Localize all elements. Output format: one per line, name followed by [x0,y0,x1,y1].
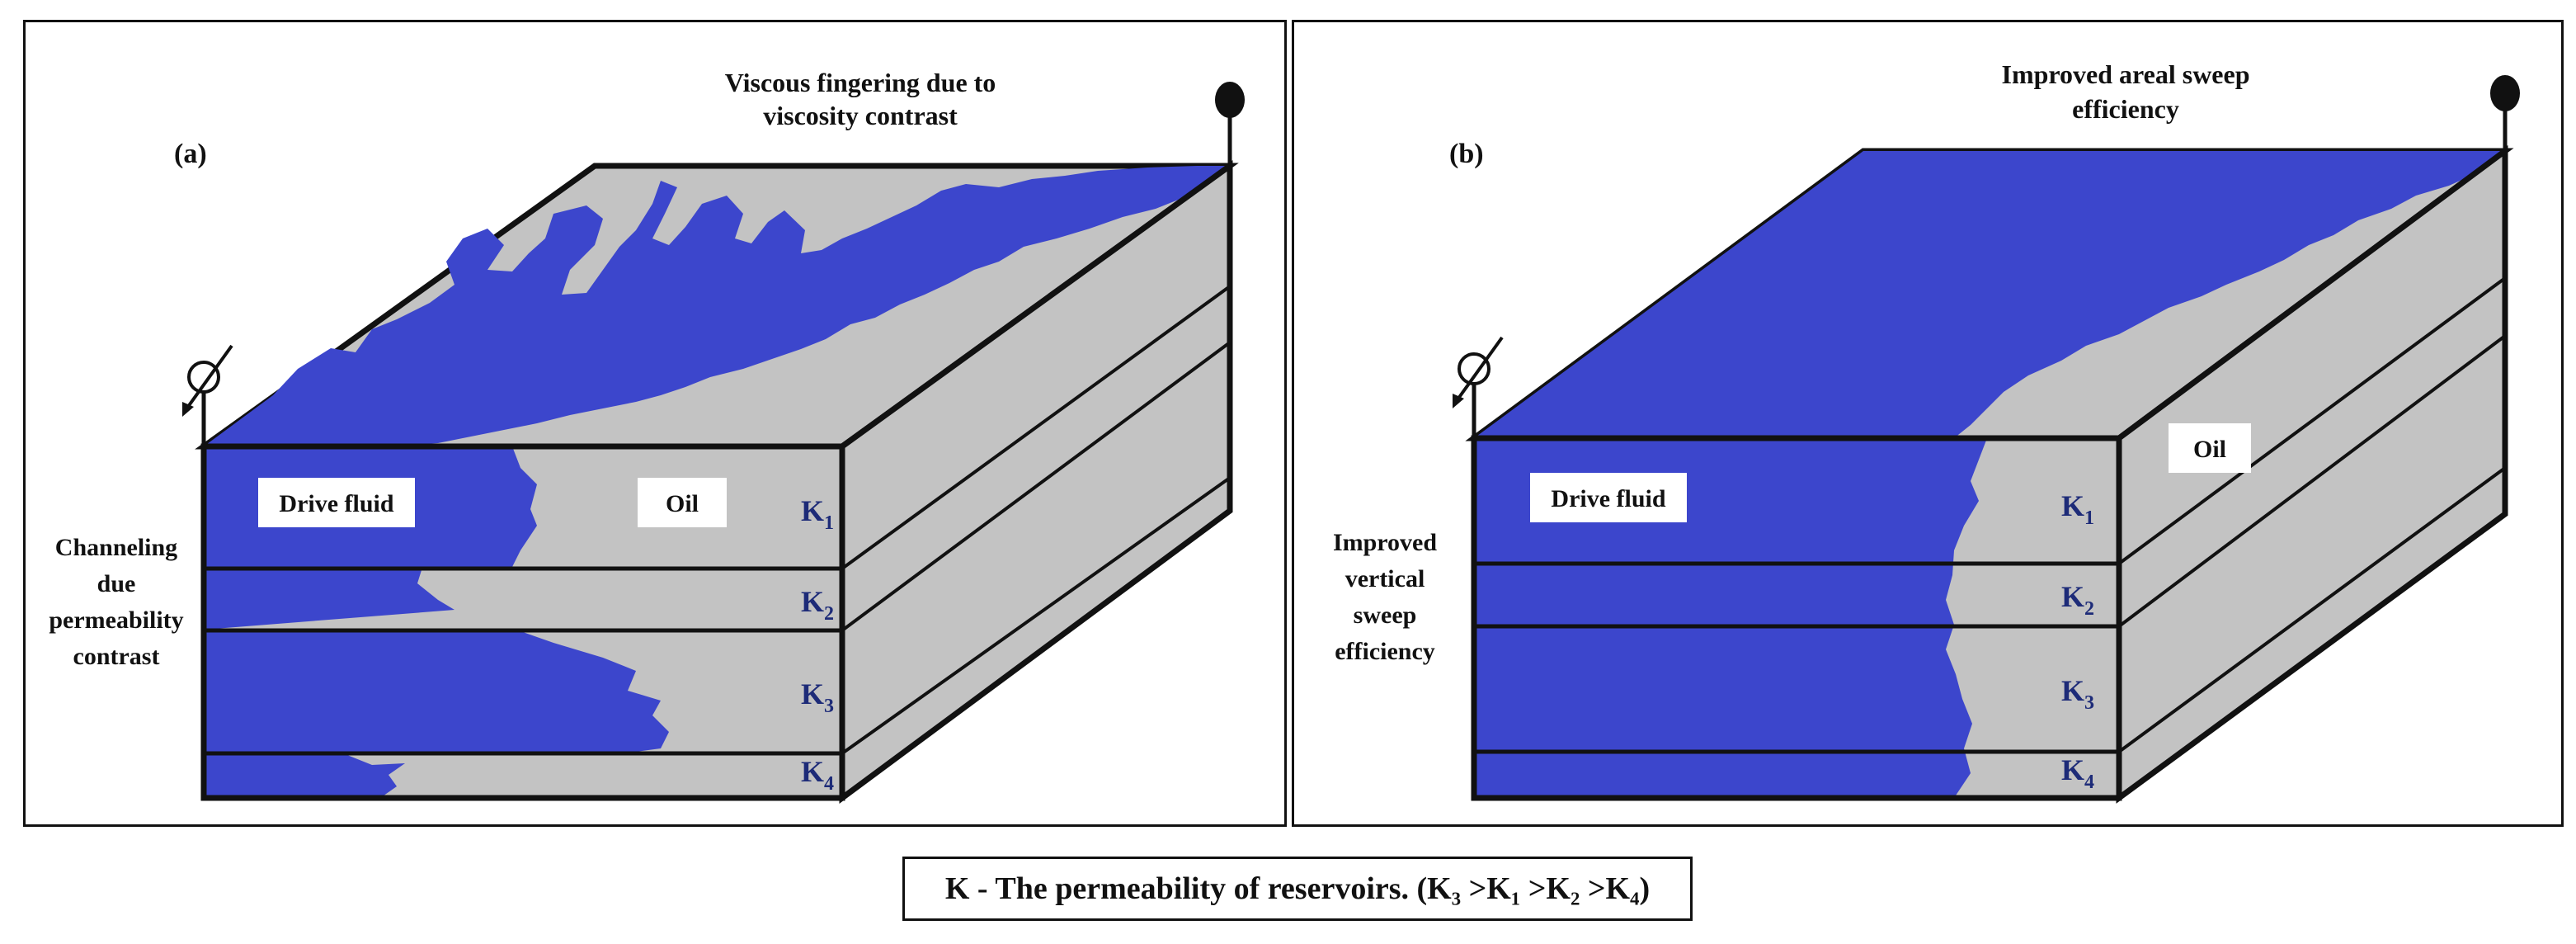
panel-label-b: (b) [1449,139,1484,169]
drive-fluid-front-b [1474,438,1987,798]
injector-well-head-icon-b [1458,352,1491,385]
areal-sweep-top [1474,151,2505,438]
top-caption-b-line1: Improved areal sweep [2001,59,2249,89]
top-caption-b-line2: efficiency [2072,94,2179,124]
legend-text: K - The permeability of reservoirs. (K₃ … [944,871,1651,906]
k1-label-a: K1 [801,494,834,534]
oil-box-a [638,478,727,527]
side-caption-b-line2: vertical [1345,565,1425,592]
reservoir-diagram-b: Drive fluid Oil K1 K2 K3 K4 (b) Improved… [1333,59,2520,804]
k4-label-b: K4 [2061,753,2094,793]
side-caption-b-line1: Improved [1333,529,1437,556]
k1-label-b: K1 [2061,489,2094,529]
viscous-fingers [204,166,1230,446]
k3-label-a: K3 [801,677,834,717]
reservoir-diagram-a: Drive fluid Oil K1 K2 K3 K4 (a) Viscous … [49,68,1245,804]
injector-well-head-icon [187,361,220,394]
side-caption-b-line3: sweep [1354,602,1417,629]
panel-b: Drive fluid Oil K1 K2 K3 K4 (b) Improved… [1292,20,2564,827]
k3-label-b: K3 [2061,674,2094,714]
top-caption-a-line1: Viscous fingering due to [725,68,996,97]
permeability-legend: K - The permeability of reservoirs. (K₃ … [902,857,1693,921]
k2-label-b: K2 [2061,580,2094,620]
side-caption-a-line2: due [97,570,136,597]
top-caption-a-line2: viscosity contrast [763,101,958,130]
side-caption-a-line3: permeability [49,607,183,634]
producer-well-head-icon [1215,82,1245,118]
drive-fluid-label-b: Drive fluid [1551,485,1665,512]
panel-a: Drive fluid Oil K1 K2 K3 K4 (a) Viscous … [23,20,1287,827]
oil-label-a: Oil [666,490,699,517]
panel-label-a: (a) [174,139,207,169]
side-caption-a-line4: contrast [73,643,160,670]
producer-well-head-icon-b [2490,75,2520,111]
k4-label-a: K4 [801,755,834,795]
drive-fluid-box-b [1530,473,1687,522]
side-caption-b-line4: efficiency [1335,638,1435,665]
k2-label-a: K2 [801,585,834,625]
side-caption-a-line1: Channeling [55,534,177,561]
oil-label-b: Oil [2193,436,2226,463]
drive-fluid-label-a: Drive fluid [279,490,393,517]
drive-fluid-box-a [258,478,415,527]
oil-box-b [2169,423,2251,473]
